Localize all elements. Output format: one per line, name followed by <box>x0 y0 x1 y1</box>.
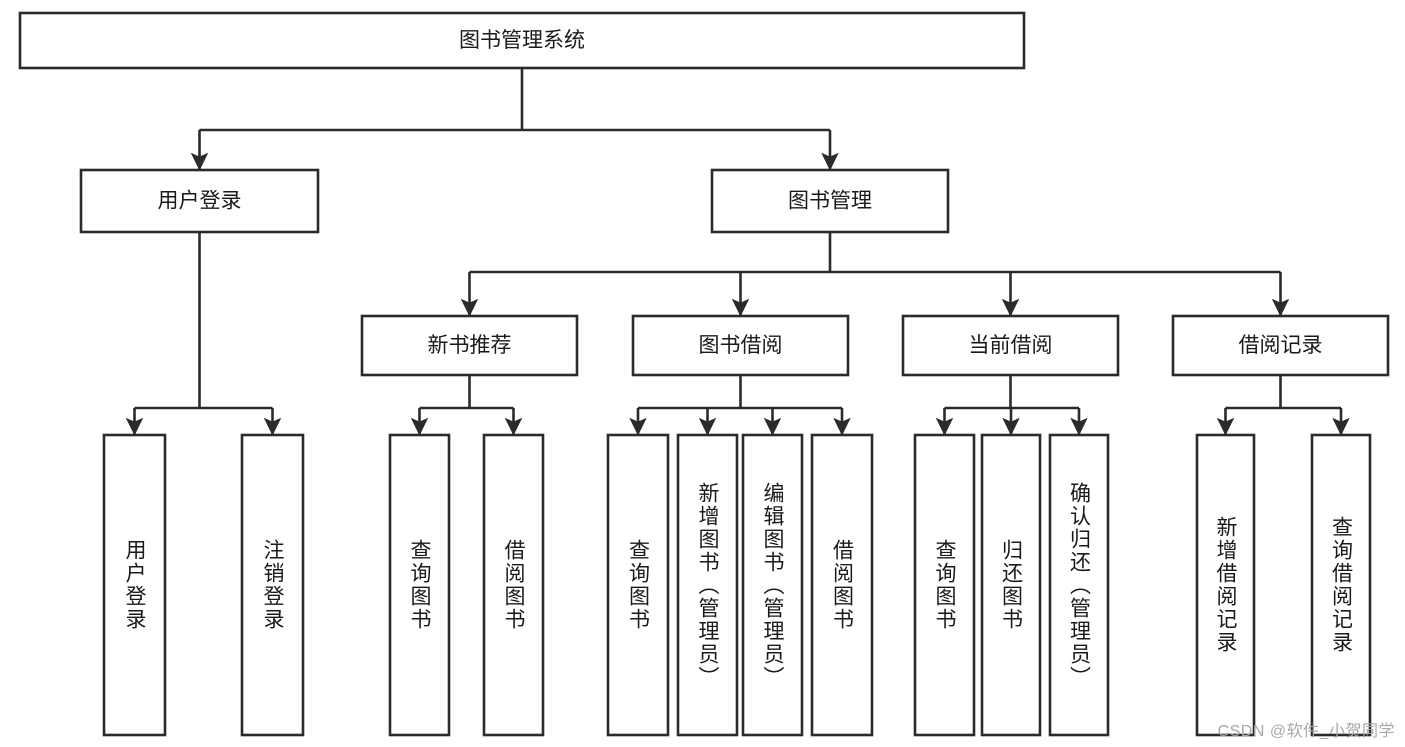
node-label-book-manage: 图书管理 <box>788 190 872 213</box>
node-box-leaf-query-book-2[interactable] <box>606 433 670 737</box>
node-leaf-add-record[interactable] <box>1195 433 1256 737</box>
node-box-leaf-add-record[interactable] <box>1195 433 1256 737</box>
node-box-user-login[interactable] <box>79 168 320 234</box>
node-box-leaf-user-logout[interactable] <box>240 433 305 737</box>
node-box-leaf-query-book-3[interactable] <box>913 433 976 737</box>
edges-layer <box>125 68 1350 436</box>
node-leaf-edit-book-admin[interactable] <box>741 433 804 737</box>
node-box-book-manage[interactable] <box>710 168 950 234</box>
node-box-leaf-user-login[interactable] <box>102 433 167 737</box>
node-box-book-borrow[interactable] <box>631 314 850 377</box>
node-box-leaf-confirm-return-admin[interactable] <box>1048 433 1110 737</box>
node-root[interactable]: 图书管理系统 <box>18 11 1026 70</box>
node-box-current-borrow[interactable] <box>901 314 1120 377</box>
node-leaf-query-book-1[interactable] <box>388 433 451 737</box>
node-box-borrow-record[interactable] <box>1171 314 1390 377</box>
node-borrow-record[interactable]: 借阅记录 <box>1171 314 1390 377</box>
node-user-login[interactable]: 用户登录 <box>79 168 320 234</box>
node-leaf-confirm-return-admin[interactable] <box>1048 433 1110 737</box>
node-leaf-return-book[interactable] <box>980 433 1042 737</box>
node-leaf-query-book-2[interactable] <box>606 433 670 737</box>
node-label-new-book-recommend: 新书推荐 <box>428 334 512 357</box>
node-label-user-login: 用户登录 <box>158 190 242 213</box>
node-box-new-book-recommend[interactable] <box>360 314 579 377</box>
node-label-borrow-record: 借阅记录 <box>1239 334 1323 357</box>
node-leaf-query-book-3[interactable] <box>913 433 976 737</box>
node-leaf-add-book-admin[interactable] <box>676 433 739 737</box>
node-book-borrow[interactable]: 图书借阅 <box>631 314 850 377</box>
node-box-leaf-query-record[interactable] <box>1310 433 1372 737</box>
node-leaf-borrow-book-2[interactable] <box>810 433 874 737</box>
node-box-leaf-borrow-book-1[interactable] <box>482 433 545 737</box>
node-box-leaf-borrow-book-2[interactable] <box>810 433 874 737</box>
node-box-leaf-add-book-admin[interactable] <box>676 433 739 737</box>
node-label-current-borrow: 当前借阅 <box>969 334 1053 357</box>
node-label-book-borrow: 图书借阅 <box>699 334 783 357</box>
node-leaf-query-record[interactable] <box>1310 433 1372 737</box>
watermark-text: CSDN @软件_小贺同学 <box>1217 723 1395 740</box>
node-label-root: 图书管理系统 <box>459 29 585 52</box>
node-leaf-borrow-book-1[interactable] <box>482 433 545 737</box>
node-new-book-recommend[interactable]: 新书推荐 <box>360 314 579 377</box>
node-box-leaf-query-book-1[interactable] <box>388 433 451 737</box>
node-box-root[interactable] <box>18 11 1026 70</box>
node-box-leaf-edit-book-admin[interactable] <box>741 433 804 737</box>
node-leaf-user-login[interactable] <box>102 433 167 737</box>
node-current-borrow[interactable]: 当前借阅 <box>901 314 1120 377</box>
node-leaf-user-logout[interactable] <box>240 433 305 737</box>
node-book-manage[interactable]: 图书管理 <box>710 168 950 234</box>
node-box-leaf-return-book[interactable] <box>980 433 1042 737</box>
